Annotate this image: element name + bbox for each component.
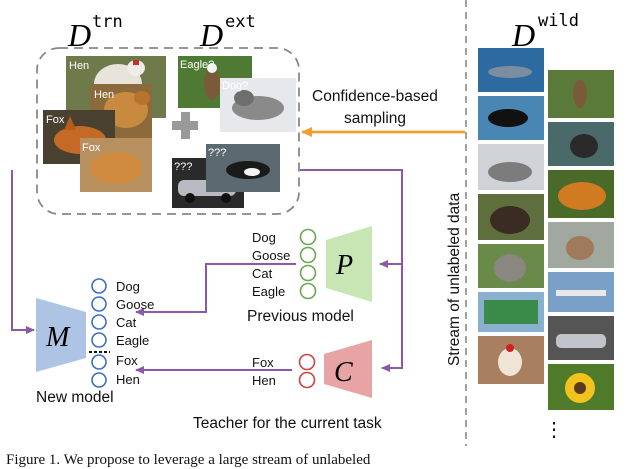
new-class-2: Goose [116, 297, 154, 312]
dataset-box [36, 47, 300, 215]
set-title-wild: D wild [511, 11, 579, 53]
new-class-3: Cat [116, 315, 137, 330]
label-eagle: Eagle? [180, 59, 214, 71]
previous-model-letter: P [335, 250, 353, 281]
sampling-label-line2: sampling [344, 110, 406, 127]
stream-label: Stream of unlabeled data [446, 192, 463, 366]
previous-model: P Dog Goose Cat Eagle Previous model [247, 226, 372, 325]
teacher-model-nodes [298, 353, 316, 389]
stream-ellipsis: ⋮ [544, 419, 564, 441]
svg-text:trn: trn [92, 12, 123, 32]
prev-class-1: Dog [252, 230, 276, 245]
label-hen-1: Hen [69, 60, 89, 72]
wild-image-column-right [548, 70, 614, 410]
new-class-4: Eagle [116, 333, 149, 348]
label-fox-2: Fox [82, 142, 101, 154]
sampling-label-line1: Confidence-based [312, 88, 438, 105]
plus-icon [172, 112, 198, 139]
new-model: M Dog Goose Cat Eagle Fox Hen New model [36, 278, 154, 406]
set-title-trn: D trn [67, 12, 123, 53]
ext-image-cat: Dog? [220, 78, 296, 132]
teacher-model: C Fox Hen Teacher for the current task [193, 340, 382, 432]
label-dog: Dog? [222, 80, 248, 92]
label-fox-1: Fox [46, 114, 65, 126]
new-model-nodes [89, 278, 110, 388]
teacher-class-2: Hen [252, 373, 276, 388]
trn-image-hen-2: Hen [90, 84, 152, 140]
ext-image-orca: ??? [206, 144, 280, 192]
prev-class-2: Goose [252, 248, 290, 263]
label-hen-2: Hen [94, 89, 114, 101]
new-model-letter: M [45, 322, 71, 353]
svg-text:D: D [67, 17, 91, 53]
label-unknown-2: ??? [208, 147, 226, 159]
wild-image-column-left [478, 48, 544, 384]
new-class-6: Hen [116, 372, 140, 387]
prev-class-3: Cat [252, 266, 273, 281]
svg-text:ext: ext [225, 12, 256, 32]
new-class-5: Fox [116, 353, 138, 368]
svg-text:D: D [199, 17, 223, 53]
teacher-caption: Teacher for the current task [193, 415, 382, 432]
svg-text:D: D [511, 17, 535, 53]
trn-image-fox-2: Fox [80, 138, 152, 192]
label-unknown-1: ??? [174, 161, 192, 173]
arrow-data-to-new-model [11, 170, 35, 334]
previous-model-shape [326, 226, 372, 302]
teacher-model-letter: C [334, 357, 353, 388]
figure-caption: Figure 1. We propose to leverage a large… [6, 452, 371, 468]
set-title-ext: D ext [199, 12, 256, 53]
arrow-data-to-teacher [300, 169, 403, 372]
previous-model-caption: Previous model [247, 308, 354, 325]
new-model-shape [36, 298, 86, 372]
previous-model-nodes [299, 228, 317, 300]
arrow-previous-to-new-model [135, 263, 296, 316]
svg-text:wild: wild [538, 11, 579, 31]
new-model-caption: New model [36, 389, 114, 406]
teacher-model-shape [324, 340, 372, 398]
new-class-1: Dog [116, 279, 140, 294]
teacher-class-1: Fox [252, 355, 274, 370]
prev-class-4: Eagle [252, 284, 285, 299]
